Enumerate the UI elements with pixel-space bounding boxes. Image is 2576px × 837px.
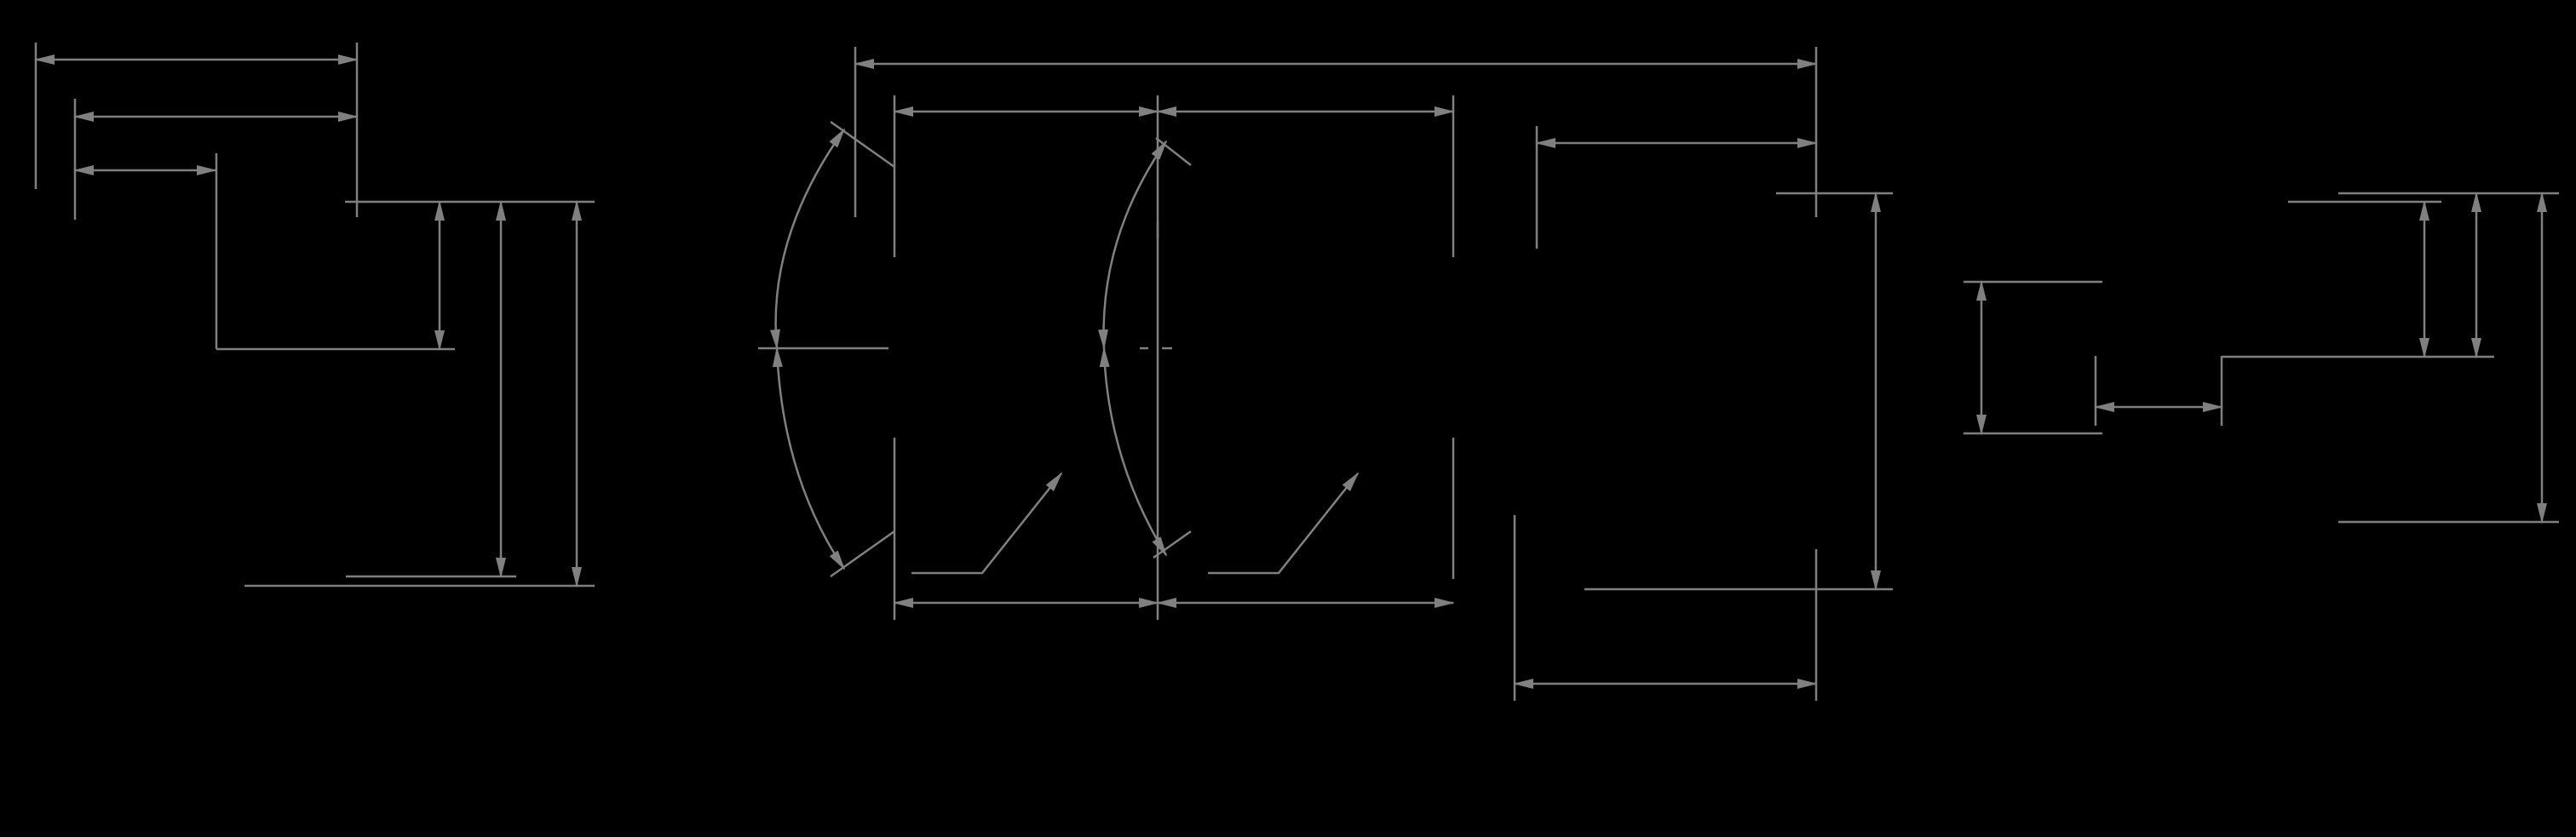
drawing-strokes: [34, 43, 2559, 701]
extension-line: [830, 530, 895, 578]
leader-line: [911, 472, 1063, 575]
leader-line: [1208, 472, 1360, 575]
angular-dimension-arc: [1099, 347, 1168, 557]
angular-dimension-arc: [1097, 140, 1168, 350]
right-step-group: [1964, 192, 2559, 524]
extension-line: [830, 120, 895, 169]
extension-line: [1155, 137, 1192, 166]
angular-dimension-arc: [769, 128, 846, 350]
center-arc-group: [758, 47, 1893, 701]
left-step-group: [34, 43, 595, 588]
angular-dimension-arc: [772, 347, 846, 570]
